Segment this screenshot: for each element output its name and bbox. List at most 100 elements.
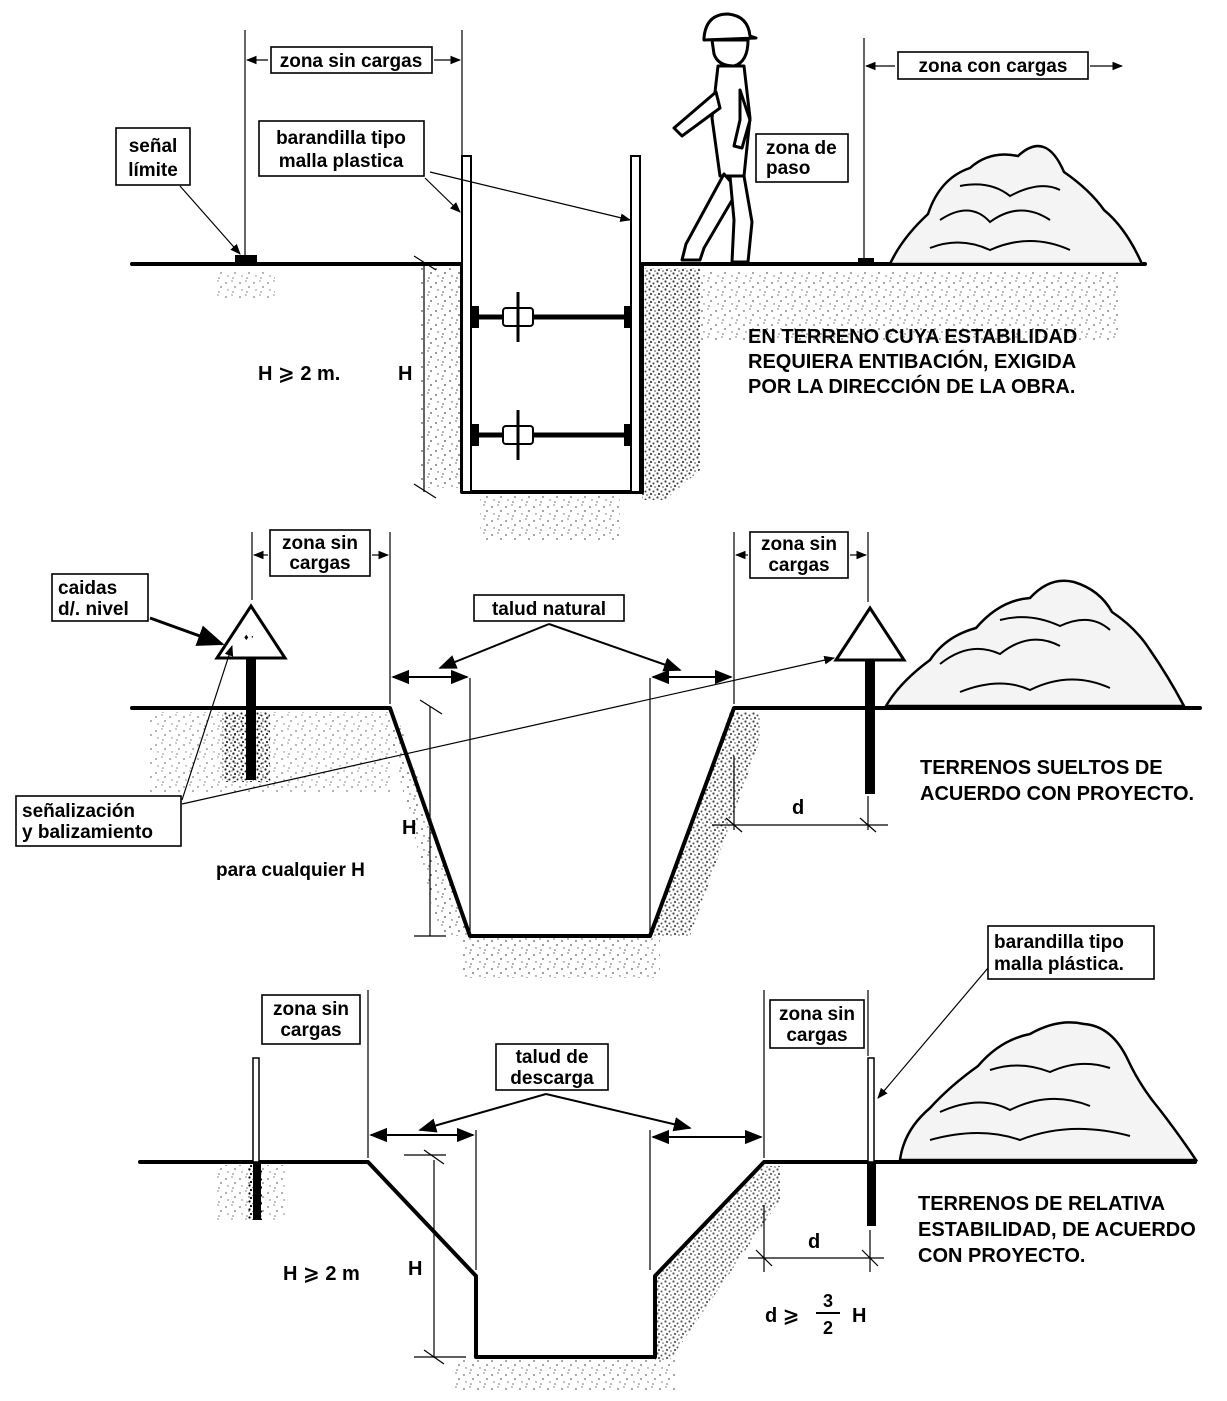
worker-head (710, 38, 750, 68)
leader-line (438, 623, 550, 669)
ground-and-slope-profile (138, 1160, 1197, 1359)
load-zone-marker (858, 258, 874, 264)
zona-sin-cargas-right-1: zona sin (761, 534, 837, 555)
railing-right (867, 1057, 875, 1163)
zona-sin-cargas-left-1: zona sin (282, 533, 358, 554)
zona-paso-label-1: zona de (766, 138, 837, 159)
talud-descarga-label-1: talud de (516, 1047, 589, 1068)
triangle-warning-icon (833, 605, 907, 662)
h-dimension-tick (419, 699, 443, 715)
boundary-sign-marker (235, 255, 257, 264)
talud-natural-box (473, 594, 625, 622)
section-discharge-slope-trench: zona sin cargas zona sin cargas talud de… (138, 925, 1199, 1390)
section1-note-line-3: POR LA DIRECCIÓN DE LA OBRA. (748, 374, 1075, 398)
section1-note-line-2: REQUIERA ENTIBACIÓN, EXIGIDA (748, 349, 1076, 373)
h-label: H (398, 363, 412, 385)
material-pile (883, 579, 1187, 708)
d-dimension-tick (725, 817, 743, 833)
railing-left-post (253, 1162, 261, 1220)
section-shored-trench: zona sin cargas zona con cargas señal lí… (115, 12, 1147, 540)
barandilla-label-2: malla plástica. (994, 954, 1124, 975)
leader-line (548, 623, 682, 672)
material-pile (888, 144, 1144, 266)
zona-sin-cargas-box-left (269, 529, 371, 577)
senal-limite-box (115, 127, 191, 186)
zona-sin-cargas-left-2: cargas (289, 553, 350, 574)
soil-bottom-texture (460, 938, 660, 978)
barandilla-label-2: malla plastica (279, 151, 404, 172)
section-natural-slope-trench: ♦ · zona sin cargas zona sin cargas caid… (15, 529, 1202, 978)
barandilla-label-1: barandilla tipo (276, 128, 406, 149)
zone-sin-cargas-box (270, 46, 433, 74)
zona-sin-cargas-left-1: zona sin (273, 999, 349, 1020)
h-dimension-tick (413, 255, 437, 271)
leader-line (418, 1093, 547, 1133)
senalizacion-label-1: señalización (22, 801, 135, 822)
zona-sin-cargas-left-2: cargas (280, 1020, 341, 1041)
formula-suffix: H (852, 1305, 866, 1327)
zona-sin-cargas-label: zona sin cargas (280, 51, 423, 72)
leader-line (424, 177, 461, 213)
zona-sin-cargas-box-left (261, 994, 361, 1045)
senal-limite-label-2: límite (128, 160, 178, 181)
section1-note-line-1: EN TERRENO CUYA ESTABILIDAD (748, 326, 1077, 348)
zona-paso-box (755, 133, 849, 183)
h-label: H (402, 817, 416, 839)
leader-line (877, 967, 989, 1099)
senalizacion-label-2: y balizamiento (22, 822, 153, 843)
worker-arm-right (732, 88, 752, 150)
shoring-wall-left (461, 155, 472, 493)
caidas-box (51, 573, 149, 622)
section2-note-line-1: TERRENOS SUELTOS DE (920, 757, 1163, 779)
para-cualquier-h: para cualquier H (216, 860, 365, 881)
soil-right-texture (642, 268, 700, 500)
strut-upper (471, 292, 632, 342)
barandilla-box (987, 925, 1155, 980)
zona-sin-cargas-right-1: zona sin (779, 1004, 855, 1025)
senal-limite-label-1: señal (129, 136, 178, 157)
zona-paso-label-2: paso (766, 158, 810, 179)
formula-denominator: 2 (823, 1318, 833, 1338)
shoring-wall-right (630, 155, 641, 493)
railing-left (252, 1057, 260, 1163)
h-dimension-tick (423, 1349, 445, 1365)
zona-sin-cargas-right-2: cargas (786, 1025, 847, 1046)
soil-right-surface-texture (700, 272, 1120, 342)
barandilla-box (258, 120, 425, 177)
leader-line (181, 655, 836, 805)
d-dimension-tick (859, 817, 877, 833)
leader-line (179, 185, 241, 255)
formula-prefix: d ⩾ (765, 1305, 800, 1327)
warning-sign-left: ♦ · (214, 603, 288, 780)
triangle-warning-icon (214, 603, 288, 660)
warning-sign-right (833, 605, 907, 794)
ground-and-slope-profile (130, 706, 1202, 938)
leader-line (429, 171, 632, 222)
zona-sin-cargas-right-2: cargas (768, 555, 829, 576)
talud-descarga-box (495, 1043, 609, 1091)
soil-bottom-texture (480, 495, 620, 540)
sign-mark: ♦ · (244, 632, 254, 642)
soil-left-texture (420, 268, 460, 488)
barandilla-label-1: barandilla tipo (994, 932, 1124, 953)
section3-note-line-1: TERRENOS DE RELATIVA (918, 1193, 1165, 1215)
senalizacion-box (15, 795, 182, 847)
d-dimension-tick (861, 1249, 879, 1267)
h-condition: H ⩾ 2 m. (258, 363, 340, 385)
slope-right-texture (650, 712, 760, 936)
h-dimension-tick (413, 483, 437, 499)
talud-descarga-label-2: descarga (510, 1068, 594, 1089)
strut-lower (471, 410, 632, 460)
leader-line (149, 616, 225, 646)
d-label: d (792, 797, 804, 819)
formula-numerator: 3 (823, 1291, 833, 1311)
worker-arm-left (672, 90, 722, 138)
soil-bottom-texture (455, 1360, 675, 1390)
leader-line (545, 1093, 692, 1132)
soil-left-surface-texture (215, 270, 275, 300)
talud-natural-label: talud natural (492, 599, 606, 620)
ground-and-trench-profile (130, 262, 1147, 494)
section3-note-line-3: CON PROYECTO. (918, 1245, 1085, 1267)
worker-figure (672, 12, 758, 264)
